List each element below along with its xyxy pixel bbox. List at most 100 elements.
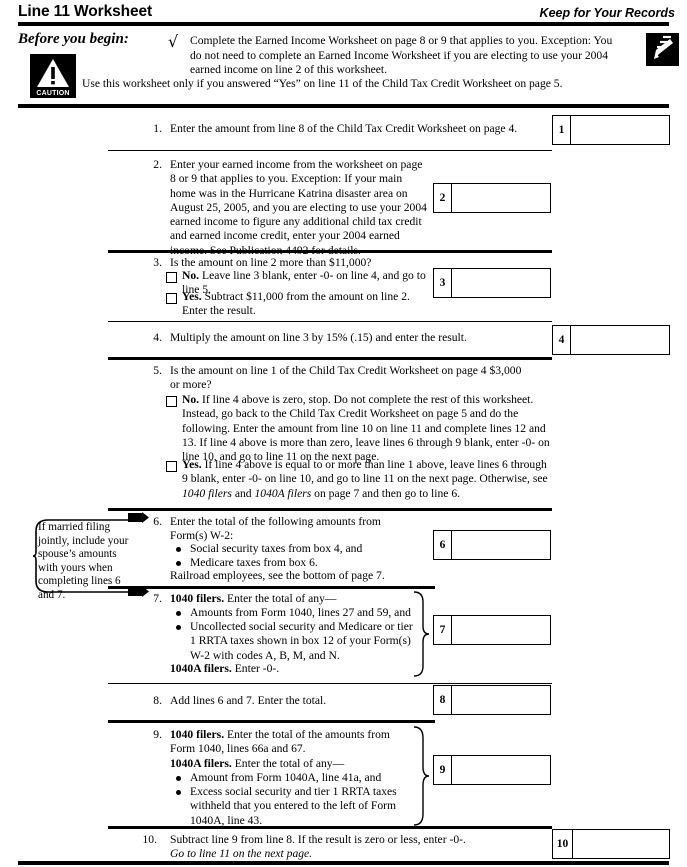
line-7-bullet-1: Amounts from Form 1040, lines 27 and 59,…: [190, 606, 411, 619]
line-2-amount-field[interactable]: [452, 184, 550, 212]
line-9-1040a-body: Enter the total of any—: [231, 757, 345, 770]
line-3-separator: [108, 321, 552, 323]
line-3-yes-body: Subtract $11,000 from the amount on line…: [182, 290, 410, 318]
line-3-yes-label: Yes.: [182, 290, 202, 303]
line-3-amount-field[interactable]: [452, 269, 550, 297]
line-7-amount-field[interactable]: [452, 616, 550, 644]
line-1-number: 1.: [153, 122, 162, 135]
line-8-text: Add lines 6 and 7. Enter the total.: [170, 694, 327, 707]
line-5-yes-em-1040a: 1040A filers: [254, 486, 312, 500]
line-6-amount-field[interactable]: [452, 531, 550, 559]
line-1-amount-box[interactable]: 1: [552, 115, 670, 145]
page-bottom-rule: [18, 861, 669, 865]
line-8-box-label: 8: [434, 686, 452, 714]
line-8-amount-box[interactable]: 8: [433, 685, 551, 715]
line-7-intro-body: Enter the total of any—: [224, 592, 337, 605]
callout-brace: [32, 519, 132, 593]
line-3-yes-text: Yes. Subtract $11,000 from the amount on…: [182, 290, 428, 319]
line-9-1040-filers: 1040 filers. Enter the total of the amou…: [170, 728, 396, 757]
line-5-no-body: If line 4 above is zero, stop. Do not co…: [182, 393, 550, 464]
callout-arrow-bottom-icon: [128, 586, 149, 597]
page-title: Line 11 Worksheet: [18, 3, 153, 20]
line-6-bullet-2-marker: [176, 561, 181, 566]
line-8-number: 8.: [153, 694, 162, 707]
line-3-box-label: 3: [434, 269, 452, 297]
line-5-yes-em-1040: 1040 filers: [182, 486, 232, 500]
line-5-question: Is the amount on line 1 of the Child Tax…: [170, 364, 522, 392]
pencil-icon: [646, 33, 679, 66]
line-9-1040a-filers-label: 1040A filers.: [170, 757, 232, 770]
line-9-bullet-1-marker: [176, 776, 181, 781]
line-3-yes-checkbox[interactable]: [166, 293, 177, 304]
before-you-begin-use-text: Use this worksheet only if you answered …: [82, 77, 563, 90]
line-5-no-label: No.: [182, 393, 200, 406]
before-you-begin-label: Before you begin:: [18, 31, 129, 47]
line-7-bullet-1-marker: [176, 611, 181, 616]
line-7-1040a-body: Enter -0-.: [231, 662, 280, 675]
line-1-separator: [108, 150, 552, 152]
line-6-amount-box[interactable]: 6: [433, 530, 551, 560]
line-4-text: Multiply the amount on line 3 by 15% (.1…: [170, 331, 467, 344]
line-3-amount-box[interactable]: 3: [433, 268, 551, 298]
line-7-1040a-filers-label: 1040A filers.: [170, 662, 232, 675]
line-5-yes-label: Yes.: [182, 458, 202, 471]
line-7-1040a-filers: 1040A filers. Enter -0-.: [170, 662, 410, 676]
line-6-bullet-2: Medicare taxes from box 6.: [190, 556, 318, 569]
line-4-amount-field[interactable]: [571, 326, 669, 354]
line-3-no-checkbox[interactable]: [166, 272, 177, 283]
line-1-text: Enter the amount from line 8 of the Chil…: [170, 122, 518, 135]
line-9-1040a-filers: 1040A filers. Enter the total of any—: [170, 757, 396, 771]
line-6-intro: Enter the total of the following amounts…: [170, 515, 381, 543]
caution-icon: CAUTION: [30, 54, 76, 98]
line-4-separator: [108, 357, 552, 360]
line-9-1040-body: Enter the total of the amounts from Form…: [170, 728, 390, 756]
line-4-amount-box[interactable]: 4: [552, 325, 670, 355]
line-7-box-label: 7: [434, 616, 452, 644]
check-mark-icon: √: [168, 32, 179, 51]
before-you-begin-bottom-rule: [18, 104, 669, 108]
line-10-number: 10.: [142, 833, 158, 846]
line-9-1040-filers-label: 1040 filers.: [170, 728, 225, 741]
line-2-amount-box[interactable]: 2: [433, 183, 551, 213]
line-10-amount-field[interactable]: [573, 830, 669, 858]
line-7-1040-filers-label: 1040 filers.: [170, 592, 225, 605]
line-6-bullet-1: Social security taxes from box 4, and: [190, 542, 363, 555]
line-5-no-text: No. If line 4 above is zero, stop. Do no…: [182, 393, 554, 464]
line-6-separator: [108, 586, 435, 589]
line-5-yes-body-a: If line 4 above is equal to or more than…: [182, 458, 548, 486]
line-3-no-text: No. Leave line 3 blank, enter -0- on lin…: [182, 269, 428, 298]
married-filing-jointly-callout: If married filing jointly, include your …: [32, 517, 140, 601]
line-10-text: Subtract line 9 from line 8. If the resu…: [170, 833, 466, 846]
line-8-amount-field[interactable]: [452, 686, 550, 714]
line-5-yes-body-c: on page 7 and then go to line 6.: [311, 486, 461, 500]
line-1-amount-field[interactable]: [571, 116, 669, 144]
line-2-box-label: 2: [434, 184, 452, 212]
line-3-no-label: No.: [182, 269, 200, 282]
line-3-no-body: Leave line 3 blank, enter -0- on line 4,…: [182, 269, 426, 297]
line-10-box-label: 10: [553, 830, 573, 858]
line-7-separator: [108, 683, 552, 685]
keep-for-records-notice: Keep for Your Records: [539, 6, 675, 20]
line-5-yes-text: Yes. If line 4 above is equal to or more…: [182, 458, 554, 501]
line-7-amount-box[interactable]: 7: [433, 615, 551, 645]
line-9-bullet-2-marker: [176, 790, 181, 795]
callout-arrow-top-icon: [128, 512, 149, 523]
line-5-no-checkbox[interactable]: [166, 396, 177, 407]
line-10-amount-box[interactable]: 10: [552, 829, 670, 859]
line-7-number: 7.: [153, 592, 162, 605]
line-6-number: 6.: [153, 515, 162, 528]
line-2-text: Enter your earned income from the worksh…: [170, 158, 427, 257]
before-you-begin-bullet-text: Complete the Earned Income Worksheet on …: [190, 34, 613, 77]
line-7-intro: 1040 filers. Enter the total of any—: [170, 592, 410, 606]
line-6-box-label: 6: [434, 531, 452, 559]
line-5-yes-checkbox[interactable]: [166, 461, 177, 472]
line-9-amount-field[interactable]: [452, 756, 550, 784]
callout-text: If married filing jointly, include your …: [38, 521, 129, 601]
line-2-number: 2.: [153, 158, 162, 171]
line-9-bullet-2: Excess social security and tier 1 RRTA t…: [190, 785, 397, 827]
line-9-bullet-1: Amount from Form 1040A, line 41a, and: [190, 771, 382, 784]
line-2-separator: [108, 250, 552, 253]
line-3-number: 3.: [153, 256, 162, 269]
line-9-amount-box[interactable]: 9: [433, 755, 551, 785]
